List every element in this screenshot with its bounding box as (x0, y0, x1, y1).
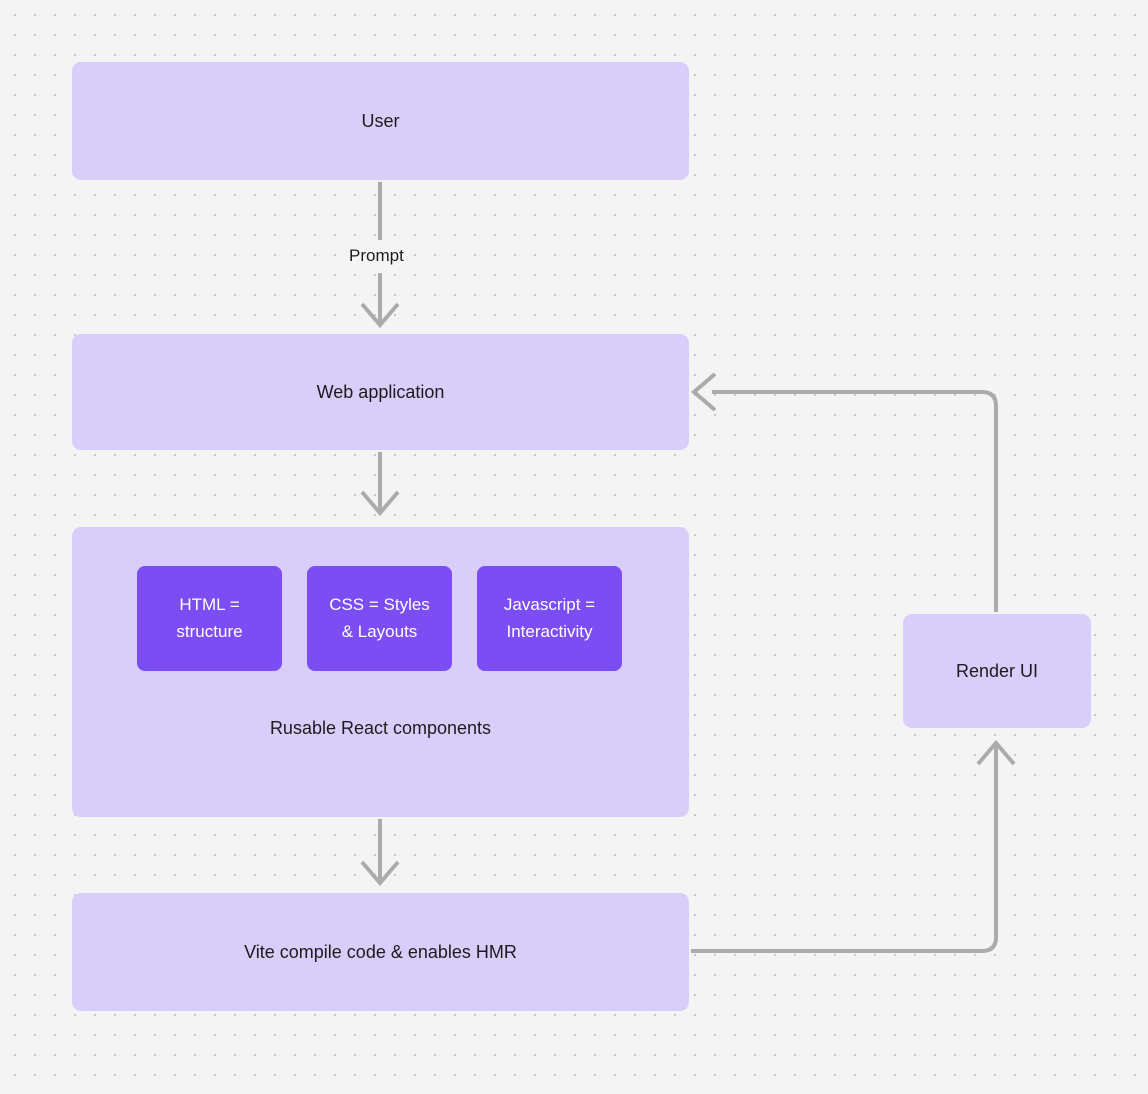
edge-render-to-webapp-arrowhead (690, 372, 717, 412)
edge-webapp-to-components-arrowhead (360, 490, 400, 517)
node-web-application[interactable]: Web application (72, 334, 689, 450)
node-css[interactable]: CSS = Styles & Layouts (307, 566, 452, 671)
node-javascript[interactable]: Javascript = Interactivity (477, 566, 622, 671)
edge-vite-to-render-arrowhead (976, 739, 1016, 766)
components-group-caption: Rusable React components (269, 718, 492, 738)
edge-render-to-webapp (712, 390, 998, 612)
edge-vite-to-render (691, 746, 998, 953)
edge-user-to-webapp-arrowhead (360, 302, 400, 329)
node-vite[interactable]: Vite compile code & enables HMR (72, 893, 689, 1011)
node-user[interactable]: User (72, 62, 689, 180)
node-render-ui[interactable]: Render UI (903, 614, 1091, 728)
edge-label-prompt: Prompt (343, 246, 410, 266)
edge-components-to-vite-arrowhead (360, 860, 400, 887)
node-html[interactable]: HTML = structure (137, 566, 282, 671)
